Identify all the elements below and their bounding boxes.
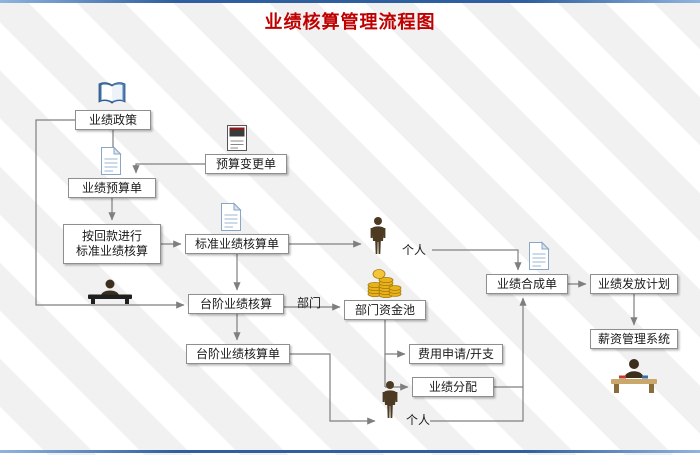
person-icon: [378, 380, 402, 420]
node-standard-calc-form: 标准业绩核算单: [185, 234, 289, 254]
person-icon: [366, 216, 390, 256]
node-step-calc: 台阶业绩核算: [188, 294, 284, 314]
node-performance-budget-form: 业绩预算单: [68, 178, 156, 198]
document-icon: [100, 146, 122, 176]
node-performance-composite-form: 业绩合成单: [486, 274, 568, 294]
node-step-calc-form: 台阶业绩核算单: [186, 344, 290, 364]
bottom-border-line: [0, 450, 700, 453]
node-standard-calc-by-payment: 按回款进行 标准业绩核算: [63, 224, 161, 264]
label-individual-top: 个人: [401, 243, 426, 257]
node-performance-policy: 业绩政策: [75, 110, 151, 130]
person-at-desk-icon: [610, 356, 658, 394]
node-budget-change-form: 预算变更单: [205, 154, 287, 174]
label-department: 部门: [296, 296, 321, 310]
node-label-line2: 标准业绩核算: [75, 244, 148, 258]
book-icon: [96, 80, 128, 108]
budget-change-document-icon: [226, 124, 248, 152]
document-icon: [220, 202, 242, 232]
label-individual-bottom: 个人: [405, 413, 430, 427]
node-department-fund-pool: 部门资金池: [344, 300, 426, 320]
page-title: 业绩核算管理流程图: [264, 12, 436, 33]
document-icon: [528, 240, 550, 272]
node-performance-distribution: 业绩分配: [412, 377, 494, 397]
coins-icon: [366, 264, 402, 298]
node-expense-application: 费用申请/开支: [409, 344, 503, 364]
node-label-line1: 按回款进行: [81, 229, 142, 243]
node-payout-plan: 业绩发放计划: [590, 274, 678, 294]
person-at-desk-icon: [86, 278, 134, 304]
top-border-line: [0, 0, 700, 3]
node-salary-management-system: 薪资管理系统: [590, 329, 678, 349]
